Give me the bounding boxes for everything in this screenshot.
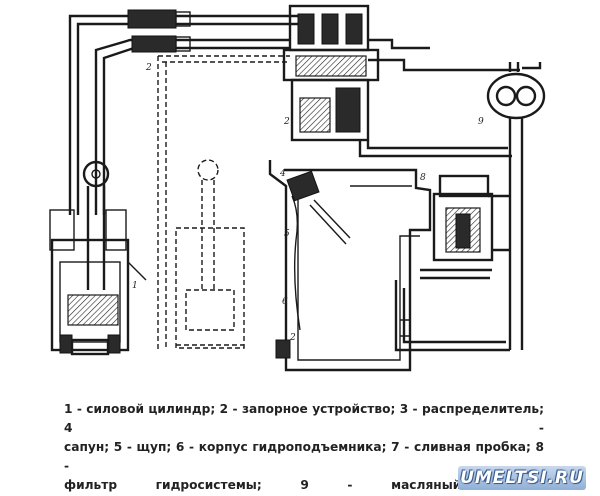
oil-pump: [486, 62, 546, 350]
pressure-lines: [68, 9, 300, 215]
drain-plug: [275, 339, 291, 359]
callout-5: 5: [284, 229, 290, 239]
callout-2-housing: 2: [289, 333, 296, 343]
hose-coupling-lower: [131, 35, 177, 53]
figure-caption: 1 - силовой цилиндр; 2 - запорное устрой…: [64, 400, 544, 492]
caption-line-3: фильтр гидросистемы; 9 - масляный насос.: [64, 478, 544, 492]
hydraulic-filter: [394, 174, 510, 352]
callout-6: 6: [282, 297, 288, 307]
callout-2-upper: 2: [145, 63, 152, 73]
cylinder-raised-position: [157, 55, 290, 350]
callout-4: 4: [279, 169, 286, 179]
callout-1: 1: [132, 281, 138, 291]
hydraulic-system-drawing: 1 2 2 2 8 9 5 6 4: [49, 4, 546, 372]
distributor: [282, 4, 520, 158]
lift-housing: [268, 160, 432, 372]
hose-coupling-upper: [127, 9, 177, 29]
part-callouts: 1 2 2 2 8 9 5 6 4: [132, 63, 484, 343]
power-cylinder: [49, 160, 147, 356]
site-watermark: UMELTSI.RU: [458, 466, 586, 490]
caption-line-2: сапун; 5 - щуп; 6 - корпус гидроподъемни…: [64, 440, 544, 473]
callout-8: 8: [420, 173, 426, 183]
callout-9: 9: [478, 117, 484, 127]
caption-line-1: 1 - силовой цилиндр; 2 - запорное устрой…: [64, 402, 544, 435]
callout-2-lower: 2: [283, 117, 290, 127]
